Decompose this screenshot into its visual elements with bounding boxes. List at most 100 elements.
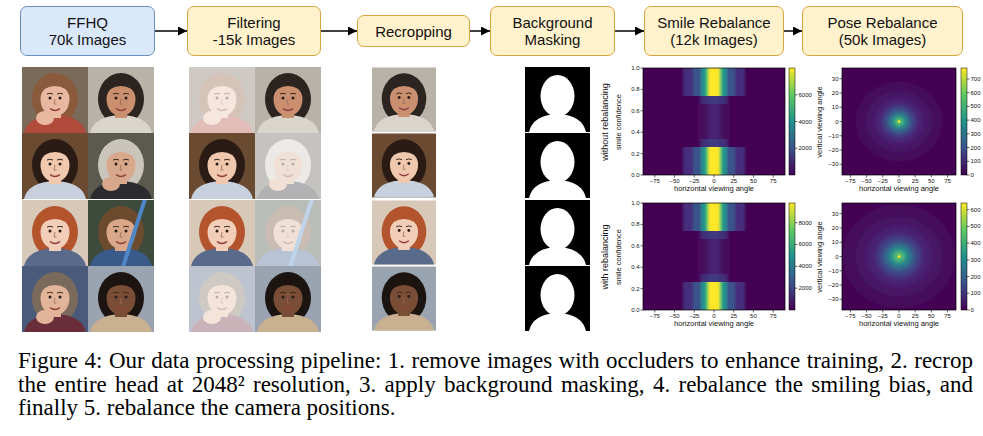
tick-mark bbox=[694, 310, 695, 313]
tick-label: −75 bbox=[845, 178, 855, 184]
face-photo bbox=[255, 130, 321, 202]
tick-label: 25 bbox=[730, 178, 737, 184]
axis-ticks bbox=[641, 68, 970, 313]
colorbar-tick-label: 2000 bbox=[799, 285, 812, 291]
tick-label: −50 bbox=[669, 178, 679, 184]
tick-label: 25 bbox=[730, 313, 737, 319]
colorbar-tick-label: 200 bbox=[971, 145, 981, 151]
tick-label: −25 bbox=[878, 313, 888, 319]
tick-mark bbox=[840, 213, 843, 214]
tick-mark bbox=[840, 164, 843, 165]
tick-label: −10 bbox=[828, 133, 838, 139]
tick-mark bbox=[641, 203, 644, 204]
tick-label: −75 bbox=[845, 313, 855, 319]
tick-label: 0 bbox=[835, 254, 838, 260]
face-photo bbox=[22, 197, 88, 269]
colorbar bbox=[789, 203, 795, 310]
tick-mark bbox=[773, 175, 774, 178]
tick-label: 0 bbox=[835, 119, 838, 125]
tick-mark bbox=[641, 175, 644, 176]
tick-mark bbox=[641, 89, 644, 90]
flow-arrow bbox=[321, 30, 357, 32]
tick-mark bbox=[967, 310, 970, 311]
tick-mark bbox=[967, 161, 970, 162]
tick-mark bbox=[967, 120, 970, 121]
row-label: with rebalancing bbox=[601, 224, 610, 289]
tick-mark bbox=[840, 121, 843, 122]
tick-mark bbox=[714, 175, 715, 178]
colorbar-tick-label: 6000 bbox=[799, 92, 812, 98]
tick-mark bbox=[840, 92, 843, 93]
removed-overlay bbox=[255, 133, 321, 199]
tick-label: 50 bbox=[928, 178, 935, 184]
tick-label: 25 bbox=[912, 313, 919, 319]
colorbar bbox=[789, 68, 795, 175]
removed-overlay bbox=[189, 266, 255, 332]
colorbar-tick-label: 4000 bbox=[799, 263, 812, 269]
tick-mark bbox=[850, 310, 851, 313]
tick-label: 50 bbox=[750, 178, 757, 184]
axis-title: smile confidence bbox=[615, 94, 623, 150]
flow-arrow bbox=[615, 30, 644, 32]
colorbar-tick-label: 0 bbox=[971, 307, 974, 313]
tick-mark bbox=[931, 310, 932, 313]
tick-mark bbox=[641, 224, 644, 225]
tick-label: −50 bbox=[862, 178, 872, 184]
tick-label: 0.0 bbox=[631, 307, 639, 313]
heatmaps bbox=[643, 68, 967, 310]
tick-label: −10 bbox=[828, 268, 838, 274]
tick-mark bbox=[967, 243, 970, 244]
tick-label: 0 bbox=[897, 178, 900, 184]
tick-mark bbox=[773, 310, 774, 313]
tick-mark bbox=[899, 175, 900, 178]
face-photo bbox=[88, 130, 154, 202]
colorbar-tick-label: 600 bbox=[971, 207, 981, 213]
tick-mark bbox=[641, 245, 644, 246]
tick-mark bbox=[967, 133, 970, 134]
face-photo bbox=[189, 64, 255, 136]
tick-label: 0.2 bbox=[631, 286, 639, 292]
tick-mark bbox=[840, 78, 843, 79]
axis-title: vertical viewing angle bbox=[816, 86, 824, 157]
tick-mark bbox=[714, 310, 715, 313]
tick-label: −75 bbox=[650, 313, 660, 319]
smile-heatmap bbox=[643, 68, 785, 175]
tick-mark bbox=[947, 175, 948, 178]
tick-label: 50 bbox=[928, 313, 935, 319]
process-box: Pose Rebalance(50k Images) bbox=[802, 6, 963, 56]
tick-mark bbox=[931, 175, 932, 178]
tick-mark bbox=[795, 148, 798, 149]
mask-image bbox=[525, 200, 590, 265]
tick-mark bbox=[795, 121, 798, 122]
tick-label: 30 bbox=[832, 76, 839, 82]
axis-title: horizontal viewing angle bbox=[859, 320, 939, 328]
tick-label: −30 bbox=[828, 161, 838, 167]
mask-image bbox=[525, 133, 590, 198]
colorbar-tick-label: 8000 bbox=[799, 220, 812, 226]
tick-label: 0.6 bbox=[631, 243, 639, 249]
tick-mark bbox=[866, 175, 867, 178]
plot-frame bbox=[842, 203, 956, 310]
tick-mark bbox=[967, 78, 970, 79]
removed-overlay bbox=[189, 67, 255, 133]
colorbar-tick-label: 100 bbox=[971, 158, 981, 164]
face-photo bbox=[372, 198, 436, 267]
tick-label: 0.0 bbox=[631, 172, 639, 178]
colorbar-tick-label: 300 bbox=[971, 131, 981, 137]
axis-title: vertical viewing angle bbox=[816, 221, 824, 292]
tick-label: 1.0 bbox=[631, 65, 639, 71]
tick-label: −25 bbox=[689, 178, 699, 184]
tick-mark bbox=[840, 256, 843, 257]
smile-heatmap bbox=[643, 203, 785, 310]
face-photo bbox=[189, 130, 255, 202]
face-photo bbox=[88, 197, 154, 269]
tick-label: 20 bbox=[832, 90, 839, 96]
tick-label: −30 bbox=[828, 296, 838, 302]
box-heading: FFHQ bbox=[67, 14, 108, 31]
tick-mark bbox=[899, 310, 900, 313]
tick-mark bbox=[795, 244, 798, 245]
tick-mark bbox=[654, 310, 655, 313]
tick-mark bbox=[733, 175, 734, 178]
box-heading: Filtering bbox=[227, 14, 280, 31]
